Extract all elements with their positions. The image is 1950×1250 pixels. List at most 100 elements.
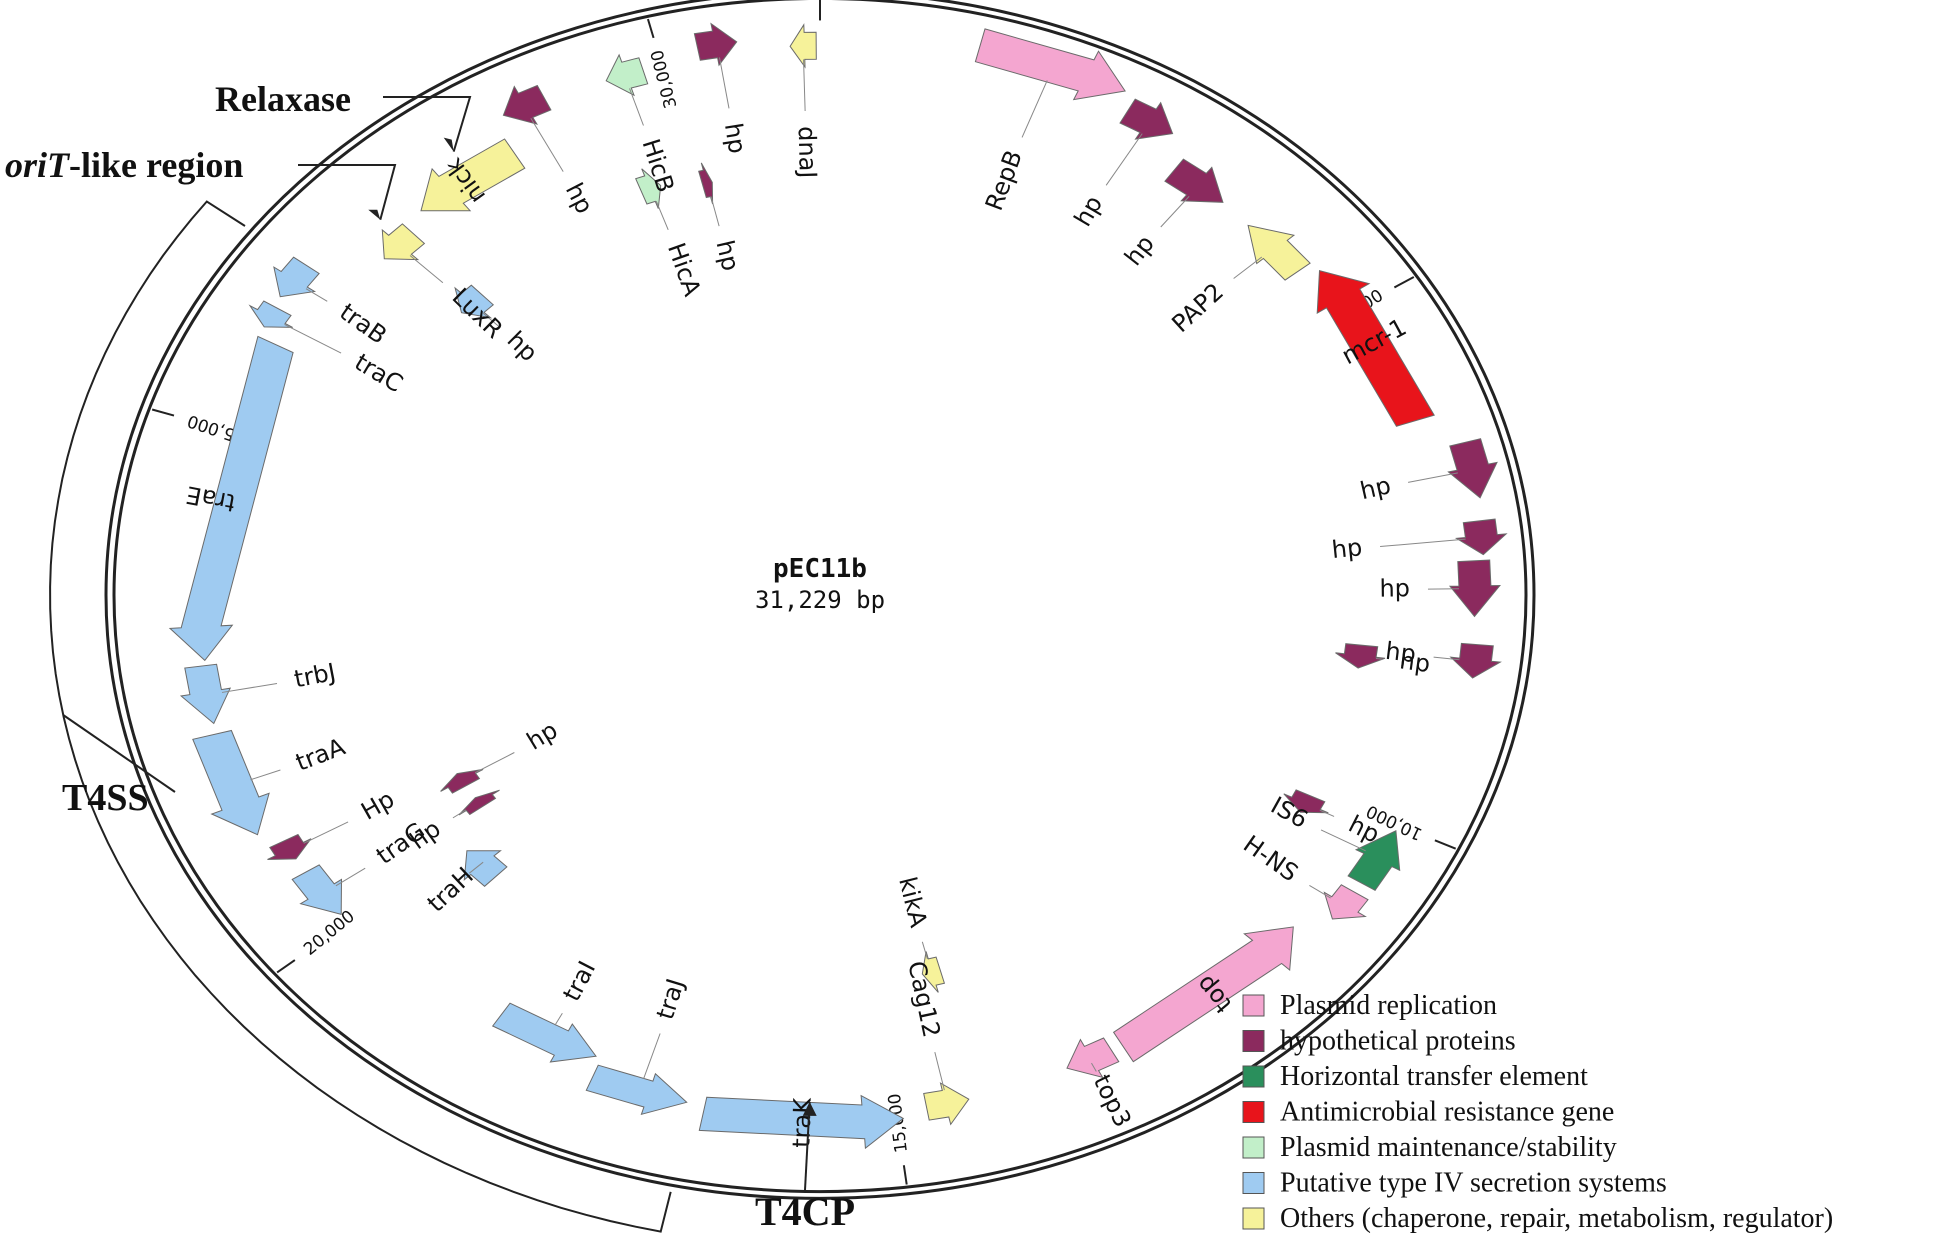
feature-arrow-kika: [921, 951, 946, 993]
backbone-outer: [104, 0, 1536, 1200]
feature-arrow-pap2: [1247, 224, 1311, 281]
legend-label-resistance: Antimicrobial resistance gene: [1280, 1097, 1614, 1128]
feature-label: hp: [1069, 191, 1109, 231]
feature-leader: [803, 59, 806, 111]
legend-label-transfer: Horizontal transfer element: [1280, 1061, 1588, 1092]
feature-label: hp: [719, 121, 751, 155]
feature-arrow-hp: [1164, 158, 1224, 203]
feature-leader: [643, 1033, 661, 1079]
feature-arrow-repb: [974, 28, 1126, 101]
orit-pointer: [298, 164, 397, 220]
feature-label: Hp: [356, 785, 399, 826]
feature-arrow-hp: [267, 833, 312, 860]
feature-leader: [1233, 256, 1263, 279]
feature-arrow-hp: [1283, 789, 1329, 814]
legend-swatch-hypothetical: [1242, 1030, 1265, 1052]
relaxase-pointer: [383, 96, 472, 152]
orit-italic: oriT: [5, 145, 71, 185]
feature-leader: [1320, 829, 1366, 852]
feature-arrow-top3: [1066, 1037, 1120, 1079]
feature-leader: [1091, 1062, 1097, 1072]
feature-arrow-hp: [1448, 559, 1501, 618]
feature-arrow-hp: [1449, 642, 1502, 679]
orit-arrowhead: [368, 209, 381, 220]
feature-arrow-hp: [1335, 643, 1386, 669]
feature-label: traJ: [651, 975, 690, 1022]
feature-arrow-trag: [291, 864, 343, 916]
feature-leader: [469, 861, 484, 874]
feature-arrow-hp: [1447, 438, 1498, 499]
feature-label: HicA: [662, 239, 707, 300]
feature-leader: [409, 255, 444, 284]
scale-tick-label: 30,000: [647, 48, 681, 111]
feature-arrow-hp: [458, 789, 500, 816]
feature-arrow-hp: [454, 284, 495, 319]
feature-arrow-hica: [635, 168, 662, 209]
feature-leader: [1105, 133, 1143, 186]
feature-arrow-trai: [491, 1002, 597, 1063]
feature-arrows: [168, 22, 1508, 1150]
legend-label-others: Others (chaperone, repair, metabolism, r…: [1280, 1203, 1833, 1234]
scale-tick: [1393, 276, 1415, 289]
backbone-inner: [112, 0, 1528, 1193]
legend-label-stability: Plasmid maintenance/stability: [1280, 1132, 1617, 1163]
feature-leader: [250, 769, 281, 781]
feature-leader: [629, 88, 644, 126]
feature-leader: [284, 323, 342, 354]
t4cp-arrowhead: [802, 1101, 817, 1116]
feature-arrow-hicb: [605, 53, 649, 97]
legend-swatch-resistance: [1242, 1101, 1265, 1123]
feature-arrow-h-ns: [1323, 884, 1369, 920]
feature-leader: [482, 312, 499, 327]
feature-leader: [530, 117, 564, 172]
feature-label: RepB: [980, 146, 1028, 214]
feature-label: traK: [787, 1096, 816, 1148]
t4cp-label: T4CP: [755, 1189, 855, 1234]
feature-arrow-luxr: [381, 223, 426, 261]
feature-arrow-trac: [248, 300, 293, 328]
scale-tick: [646, 18, 655, 39]
feature-leader: [303, 821, 349, 844]
feature-arrow-mcr-1: [1316, 269, 1435, 427]
feature-label: hp: [711, 238, 745, 274]
feature-leader: [335, 867, 366, 887]
scale-tick: [1434, 839, 1457, 850]
feature-leader: [1160, 196, 1190, 228]
relaxase-arrowhead: [443, 137, 454, 152]
feature-arrow-hp: [693, 22, 738, 67]
feature-label: traB: [334, 298, 391, 350]
scale-tick-label: 20,000: [300, 907, 359, 960]
feature-label: hp: [1119, 230, 1160, 271]
feature-arrow-dnaj: [789, 23, 817, 69]
feature-label: hp: [1379, 574, 1410, 602]
feature-arrow-hp: [502, 84, 552, 125]
orit-label: oriT-like region: [5, 145, 243, 185]
feature-label: hp: [1398, 646, 1432, 678]
feature-label: hp: [522, 716, 563, 756]
legend-label-t4ss: Putative type IV secretion systems: [1280, 1168, 1667, 1199]
feature-leader: [221, 682, 278, 693]
feature-leader: [934, 1051, 945, 1091]
legend-swatch-replication: [1242, 994, 1265, 1017]
feature-arrow-hp: [698, 162, 714, 205]
orit-rest: -like region: [69, 145, 243, 185]
feature-leader: [1408, 472, 1458, 483]
feature-label: dnaJ: [793, 126, 822, 179]
feature-arrow-hp: [1119, 98, 1174, 140]
feature-leader: [1309, 884, 1331, 899]
feature-label: PAP2: [1166, 278, 1229, 338]
feature-leader: [1319, 809, 1335, 817]
t4ss-leader: [62, 714, 176, 793]
feature-arrow-nick: [420, 138, 526, 212]
feature-arrow-trbj: [179, 663, 232, 725]
feature-label: traC: [350, 348, 408, 398]
legend-swatch-transfer: [1242, 1065, 1265, 1088]
relaxase-label: Relaxase: [215, 79, 351, 119]
t4ss-bracket: [49, 200, 672, 1233]
feature-arrow-hp: [440, 768, 484, 794]
plasmid-size: 31,229 bp: [755, 586, 885, 614]
feature-leader: [305, 288, 328, 302]
feature-arrow-traj: [585, 1064, 688, 1116]
